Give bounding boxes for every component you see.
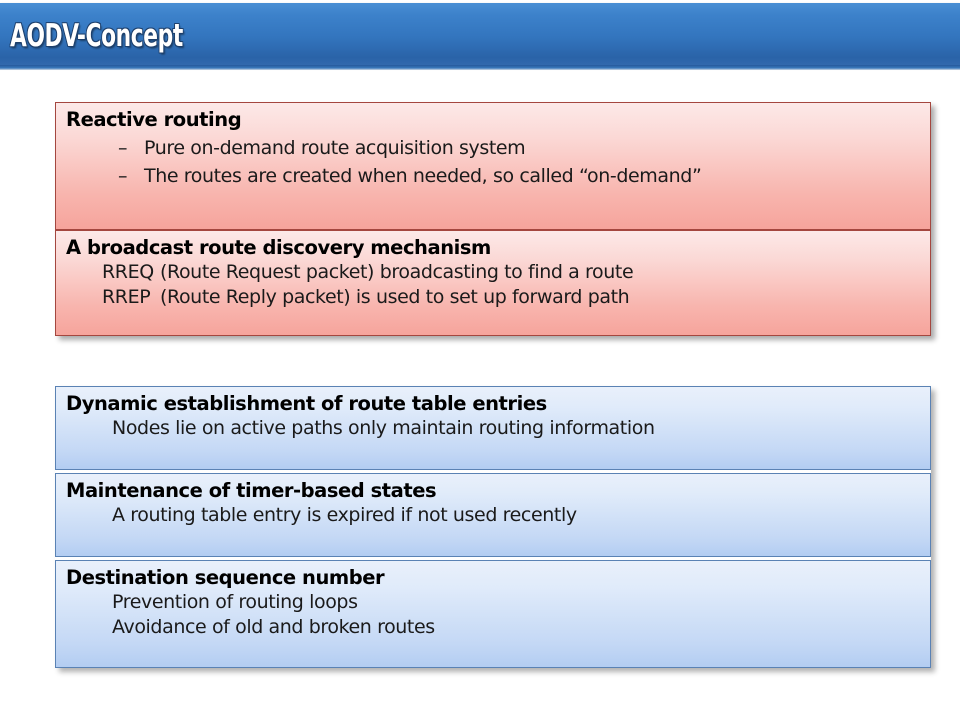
list-item: RREP (Route Reply packet) is used to set … [102,285,920,310]
list-item: Prevention of routing loops [112,591,358,613]
panel-destination-sequence-number: Destination sequence number Prevention o… [55,560,931,668]
list-item-label: (Route Request packet) broadcasting to f… [160,261,634,283]
list-item: Nodes lie on active paths only maintain … [112,417,655,439]
list-item: – Pure on-demand route acquisition syste… [118,134,920,162]
panel-timer-based-states: Maintenance of timer-based states A rout… [55,473,931,557]
dash-bullet-icon: – [118,137,128,159]
panel-broadcast-route-discovery: A broadcast route discovery mechanism RR… [55,230,931,336]
list-item-label: (Route Reply packet) is used to set up f… [160,286,630,308]
list-item: A routing table entry is expired if not … [112,504,577,526]
packet-label: RREQ [102,261,154,283]
packet-label: RREP [102,286,151,308]
slide-title-bar: AODV-Concept [0,3,960,70]
bullet-list: – Pure on-demand route acquisition syste… [66,134,920,190]
panel-dynamic-establishment: Dynamic establishment of route table ent… [55,386,931,470]
list-item: RREQ (Route Request packet) broadcasting … [102,260,920,285]
page-title: AODV-Concept [10,18,183,54]
list-item-label: Pure on-demand route acquisition system [144,137,526,159]
blue-content-group: Dynamic establishment of route table ent… [55,386,931,668]
red-content-group: Reactive routing – Pure on-demand route … [55,102,931,336]
panel-heading: Dynamic establishment of route table ent… [66,392,547,415]
list-item: – The routes are created when needed, so… [118,162,920,190]
panel-heading: Reactive routing [66,108,242,131]
panel-heading: Destination sequence number [66,566,385,589]
panel-heading: Maintenance of timer-based states [66,479,437,502]
panel-reactive-routing: Reactive routing – Pure on-demand route … [55,102,931,230]
list-item: Avoidance of old and broken routes [112,616,435,638]
panel-heading: A broadcast route discovery mechanism [66,236,491,259]
dash-bullet-icon: – [118,165,128,187]
list-item-label: The routes are created when needed, so c… [144,165,702,187]
